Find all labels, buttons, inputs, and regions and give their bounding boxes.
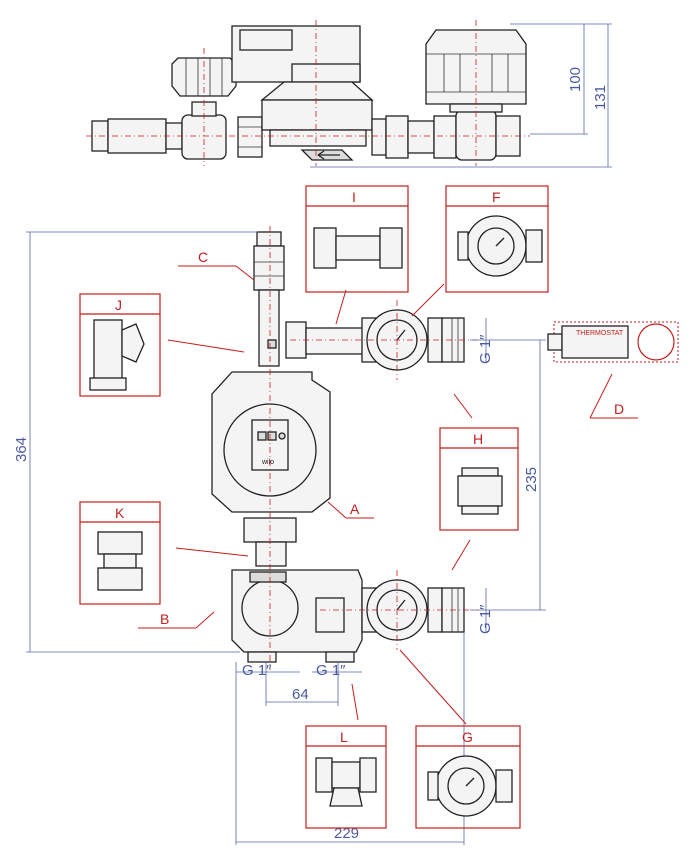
callout-box-I: I bbox=[305, 185, 409, 325]
dim-100: 100 bbox=[567, 67, 584, 92]
label-J: J bbox=[115, 297, 122, 313]
dim-64: 64 bbox=[292, 686, 309, 703]
dim-235: 235 bbox=[523, 467, 540, 492]
callout-box-H: H bbox=[439, 393, 519, 571]
label-G: G bbox=[462, 729, 473, 745]
label-F: F bbox=[492, 189, 501, 205]
side-flow-arrow-icon bbox=[317, 150, 340, 160]
dim-364: 364 bbox=[13, 437, 30, 462]
thermostat-dial-icon bbox=[637, 323, 675, 361]
callout-box-K: K bbox=[79, 501, 249, 605]
callout-box-L: L bbox=[305, 683, 387, 829]
thread-mid: G 1″ bbox=[477, 604, 494, 634]
label-L: L bbox=[340, 729, 348, 745]
label-H: H bbox=[473, 431, 483, 447]
label-D: D bbox=[614, 401, 624, 417]
side-nut-left bbox=[237, 116, 263, 158]
label-A: A bbox=[350, 501, 360, 517]
side-view: 100 131 bbox=[86, 20, 612, 168]
side-nut-mid bbox=[385, 115, 409, 159]
dim-131: 131 bbox=[592, 85, 609, 110]
upper-pipe bbox=[305, 327, 365, 355]
front-view: wilo bbox=[211, 226, 478, 670]
side-actuator bbox=[425, 29, 527, 105]
riser-nut bbox=[253, 245, 285, 291]
thread-top: G 1″ bbox=[477, 334, 494, 364]
thermostat-D: THERMOSTAT D bbox=[547, 321, 679, 419]
front-dimensions: 364 235 G 1″ G 1″ G 1″ G 1″ 64 229 bbox=[13, 231, 546, 845]
callout-box-J: J bbox=[79, 293, 245, 397]
label-I: I bbox=[352, 189, 356, 205]
side-pump-neck bbox=[260, 81, 374, 101]
riser-pipe bbox=[258, 289, 280, 367]
riser-cap bbox=[256, 231, 282, 247]
callout-B: B bbox=[138, 611, 215, 629]
pump-brand: wilo bbox=[261, 459, 274, 466]
callout-box-F: F bbox=[411, 185, 549, 317]
label-B: B bbox=[160, 611, 169, 627]
thread-bottom-left: G 1″ bbox=[242, 662, 272, 679]
callout-C: C bbox=[178, 249, 255, 281]
callout-box-G: G bbox=[399, 649, 521, 829]
thread-bottom-right: G 1″ bbox=[316, 662, 346, 679]
thermostat-text: THERMOSTAT bbox=[576, 330, 624, 337]
label-K: K bbox=[115, 505, 125, 521]
label-C: C bbox=[198, 249, 208, 265]
dim-229: 229 bbox=[334, 825, 359, 842]
callout-A: A bbox=[327, 501, 374, 519]
side-pump-body bbox=[261, 99, 373, 131]
